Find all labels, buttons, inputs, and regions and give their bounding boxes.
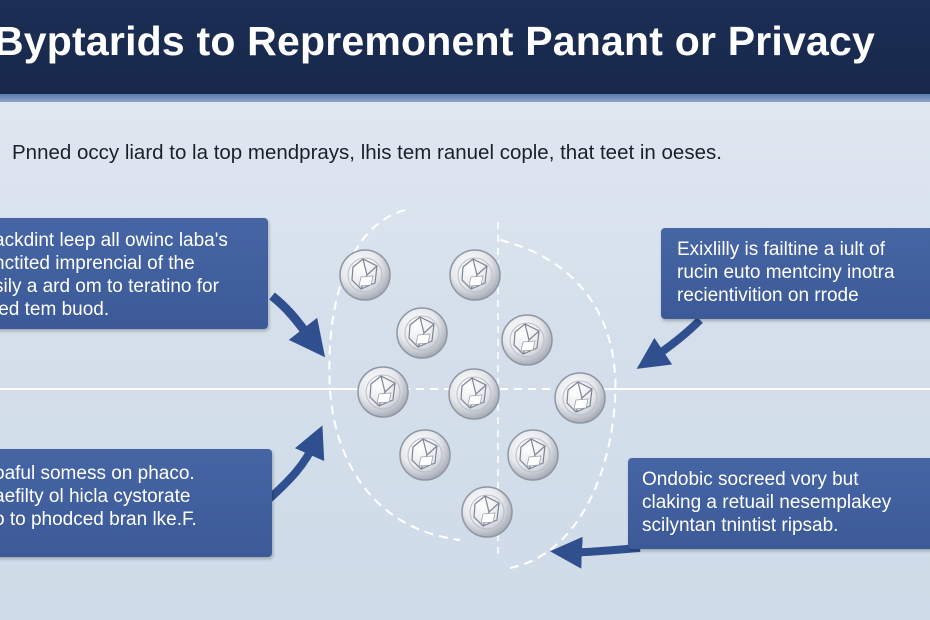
callout-text-line: aefilty ol hicla cystorate — [0, 486, 191, 507]
crystal-node-icon — [449, 249, 501, 301]
callout-text-line: rucin euto mentciny inotra — [677, 262, 895, 283]
arrow-from-bottom-right — [550, 536, 641, 569]
callout-text-line: sily a ard om to teratino for — [0, 276, 219, 297]
crystal-node-icon — [448, 368, 500, 420]
crystal-node-icon — [339, 249, 391, 301]
crystal-node-icon — [507, 429, 559, 481]
callout-text-line: scilyntan tnintist ripsab. — [642, 515, 839, 536]
callout-text-line: Exixlilly is failtine a iult of — [677, 239, 886, 260]
callout-text-line: claking a retuail nesemplakey — [642, 492, 892, 513]
crystal-node-icon — [357, 366, 409, 418]
crystal-node-icon — [461, 486, 513, 538]
callout-text-line: nctited imprencial of the — [0, 253, 195, 274]
left-dashed-boundary — [328, 209, 461, 541]
header-banner: Byptarids to Repremonent Panant or Priva… — [0, 0, 930, 94]
callout-text-line: o to phodced bran lke.F. — [0, 509, 197, 530]
crystal-node-icon — [396, 307, 448, 359]
page-title: Byptarids to Repremonent Panant or Priva… — [0, 18, 876, 64]
header-divider — [0, 94, 930, 102]
callout-text-line: ackdint leep all owinc laba's — [0, 230, 228, 251]
crystal-node-icon — [554, 372, 606, 424]
crystal-node-icon — [501, 314, 553, 366]
arrow-from-top-left — [269, 292, 326, 358]
callout-bottom-left: oaful somess on phaco. aefilty ol hicla … — [0, 449, 272, 557]
callout-top-left: ackdint leep all owinc laba's nctited im… — [0, 218, 268, 329]
callout-top-right: Exixlilly is failtine a iult of rucin eu… — [661, 228, 930, 319]
callout-bottom-right: Ondobic socreed vory but claking a retua… — [628, 458, 930, 549]
arrow-from-bottom-left — [265, 425, 325, 503]
crystal-node-icon — [399, 429, 451, 481]
node-cluster — [339, 249, 606, 538]
callout-text-line: Ondobic socreed vory but — [642, 469, 859, 490]
callout-text-line: oaful somess on phaco. — [0, 463, 195, 484]
callout-text-line: led tem buod. — [0, 299, 110, 320]
callout-text-line: recientivition on rrode — [677, 285, 859, 306]
arrow-from-top-right — [636, 317, 703, 369]
page-subtitle: Pnned occy liard to la top mendprays, lh… — [12, 141, 722, 164]
